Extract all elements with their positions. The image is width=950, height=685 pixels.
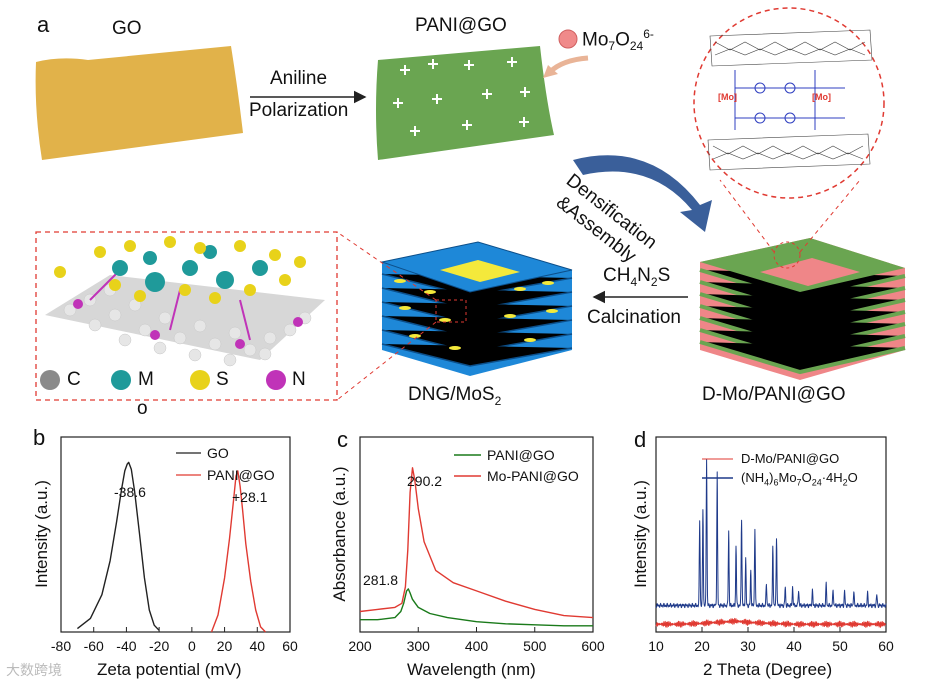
pani-go-sheet xyxy=(376,46,554,160)
positive-charges xyxy=(393,57,530,136)
legend-d-ammonium: (NH4)6Mo7O24·4H2O xyxy=(741,470,858,488)
curved-arrow-mo xyxy=(548,55,589,74)
atom-legend-dots xyxy=(40,370,286,390)
x-tick-label-d-0: 10 xyxy=(648,638,664,654)
x-tick-label-d-2: 30 xyxy=(740,638,756,654)
x-tick-label-b-3: -20 xyxy=(149,638,170,654)
chart-layer xyxy=(60,458,887,633)
series-line-d-1 xyxy=(655,458,887,609)
go-label: GO xyxy=(112,18,142,39)
xlabel-d: 2 Theta (Degree) xyxy=(703,660,833,679)
watermark: 大数跨境 xyxy=(6,662,62,678)
legend-molybdenum: M xyxy=(138,369,154,390)
x-tick-label-d-5: 60 xyxy=(878,638,894,654)
step-polarization: Polarization xyxy=(249,100,349,121)
x-tick-label-b-1: -60 xyxy=(83,638,104,654)
annotation-pani-peak: +28.1 xyxy=(232,489,268,505)
annotation-281: 281.8 xyxy=(363,572,399,588)
legend-b-pani: PANI@GO xyxy=(207,467,275,483)
mo-tag-right: [Mo] xyxy=(812,92,831,102)
x-tick-label-c-3: 500 xyxy=(523,638,547,654)
x-tick-label-b-6: 40 xyxy=(249,638,266,654)
go-sheet xyxy=(35,46,243,160)
annotation-290: 290.2 xyxy=(407,473,443,489)
dmo-block xyxy=(699,238,906,380)
series-line-b-0 xyxy=(76,461,160,631)
ylabel-c: Absorbance (a.u.) xyxy=(330,466,349,602)
xlabel-c: Wavelength (nm) xyxy=(407,660,536,679)
molecule-zoom-circle xyxy=(693,7,885,199)
densification-arrow xyxy=(573,155,712,232)
dng-mos2-label: DNG/MoS2 xyxy=(408,384,502,408)
mos2-cluster xyxy=(54,236,306,341)
pani-chains xyxy=(734,70,845,130)
panel-letter-b: b xyxy=(33,425,46,450)
x-tick-label-b-0: -80 xyxy=(50,638,72,654)
series-line-c-1 xyxy=(359,467,594,619)
legend-sulfur: S xyxy=(216,369,229,390)
ylabel-b: Intensity (a.u.) xyxy=(32,480,51,588)
legend-carbon: C xyxy=(67,369,81,390)
x-tick-label-c-4: 600 xyxy=(581,638,605,654)
pani-go-label: PANI@GO xyxy=(415,15,507,36)
legend-molybdenum-wrap: o xyxy=(137,398,148,419)
x-tick-label-d-3: 40 xyxy=(786,638,802,654)
legend-c-mo: Mo-PANI@GO xyxy=(487,468,579,484)
mo-tag-left: [Mo] xyxy=(718,92,737,102)
panel-letter-c: c xyxy=(337,427,348,452)
x-tick-label-b-7: 60 xyxy=(282,638,298,654)
legend-b-go: GO xyxy=(207,445,229,461)
zoom-line-1 xyxy=(719,179,775,253)
molecule-schematic xyxy=(707,29,873,171)
legend-d-dmo: D-Mo/PANI@GO xyxy=(741,451,840,466)
zoom-line-4 xyxy=(336,321,437,401)
reagent-thiourea: CH4N2S xyxy=(603,265,671,289)
step-aniline: Aniline xyxy=(270,68,328,89)
panel-letter-a: a xyxy=(37,12,50,37)
x-tick-label-b-4: 0 xyxy=(187,638,196,654)
molybdate-ion-label: Mo7O246- xyxy=(582,27,654,54)
legend-nitrogen: N xyxy=(292,369,306,390)
series-line-d-0 xyxy=(655,617,886,628)
series-line-c-0 xyxy=(360,588,593,627)
dmo-pani-go-label: D-Mo/PANI@GO xyxy=(702,384,846,405)
x-tick-label-d-4: 50 xyxy=(832,638,848,654)
series-line-b-1 xyxy=(210,470,267,633)
step-calcination: Calcination xyxy=(587,307,681,328)
x-tick-label-c-1: 300 xyxy=(406,638,430,654)
x-tick-label-b-2: -40 xyxy=(116,638,137,654)
x-tick-label-b-5: 20 xyxy=(216,638,233,654)
axes-b xyxy=(60,436,291,633)
panel-letter-d: d xyxy=(634,427,647,452)
dng-block xyxy=(380,241,573,376)
x-tick-label-c-2: 400 xyxy=(464,638,489,654)
ylabel-d: Intensity (a.u.) xyxy=(631,480,650,588)
annotation-go-peak: -38.6 xyxy=(114,484,146,500)
axes-d xyxy=(655,436,887,633)
legend-c-pani: PANI@GO xyxy=(487,447,555,463)
mo-ion-ball xyxy=(558,29,578,49)
x-tick-label-d-1: 20 xyxy=(694,638,710,654)
axes-c xyxy=(359,436,594,633)
graphene-plane xyxy=(45,275,325,367)
x-tick-label-c-0: 200 xyxy=(348,638,372,654)
xlabel-b: Zeta potential (mV) xyxy=(97,660,242,679)
